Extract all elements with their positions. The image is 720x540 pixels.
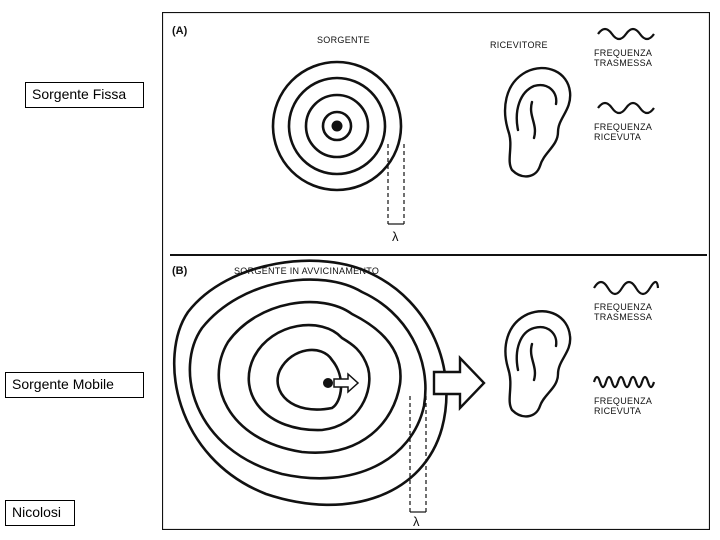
ear-icon: [503, 66, 572, 178]
author-label: Nicolosi: [5, 500, 75, 526]
wavefront-3: [287, 76, 387, 176]
panel-b-received-line1: FREQUENZA: [594, 396, 652, 406]
moving-wavefront-2: [247, 323, 371, 432]
panel-a: (A) SORGENTE RICEVITORE λ FREQUENZA TRAS…: [172, 25, 655, 244]
panel-b-tag: (B): [172, 265, 188, 277]
direction-arrow-icon: [432, 355, 486, 411]
moving-wavefront-3: [217, 300, 402, 454]
panel-b-received-line2: RICEVUTA: [594, 406, 641, 416]
wavefront-1: [321, 110, 353, 142]
wavelength-symbol-a: λ: [392, 229, 399, 244]
transmitted-wave-b: [593, 280, 660, 296]
panel-a-receiver-label: RICEVITORE: [490, 40, 548, 50]
moving-source-label: Sorgente Mobile: [5, 372, 144, 398]
panel-b-transmitted-line1: FREQUENZA: [594, 302, 652, 312]
transmitted-wave-a: [597, 27, 655, 41]
wavelength-marker-b: [409, 396, 427, 513]
received-wave-a: [597, 101, 655, 115]
ear-icon: [504, 310, 572, 418]
doppler-diagram: (A) SORGENTE RICEVITORE λ FREQUENZA TRAS…: [162, 12, 710, 530]
fixed-source-label: Sorgente Fissa: [25, 82, 144, 108]
panel-a-transmitted-line2: TRASMESSA: [594, 58, 652, 68]
panel-a-received-line1: FREQUENZA: [594, 122, 652, 132]
source-dot: [331, 120, 343, 132]
panel-a-tag: (A): [172, 25, 188, 37]
velocity-arrow-icon: [333, 372, 360, 394]
panel-b: (B) SORGENTE IN AVVICINAMENTO λ: [172, 259, 660, 529]
concentric-wavefronts: [271, 60, 403, 192]
moving-source-dot: [323, 378, 333, 388]
received-wave-b: [592, 375, 656, 389]
panel-a-received-line2: RICEVUTA: [594, 132, 641, 142]
moving-wavefront-4: [188, 278, 427, 480]
panel-b-transmitted-line2: TRASMESSA: [594, 312, 652, 322]
panel-a-source-label: SORGENTE: [317, 35, 370, 45]
wavefront-4: [271, 60, 403, 192]
panel-b-source-label: SORGENTE IN AVVICINAMENTO: [234, 266, 379, 276]
moving-wavefront-1: [276, 348, 343, 411]
wavefront-2: [304, 93, 370, 159]
panel-a-transmitted-line1: FREQUENZA: [594, 48, 652, 58]
compressed-wavefronts: [172, 259, 448, 507]
wavelength-marker-a: [387, 144, 405, 225]
wavelength-symbol-b: λ: [413, 514, 420, 529]
